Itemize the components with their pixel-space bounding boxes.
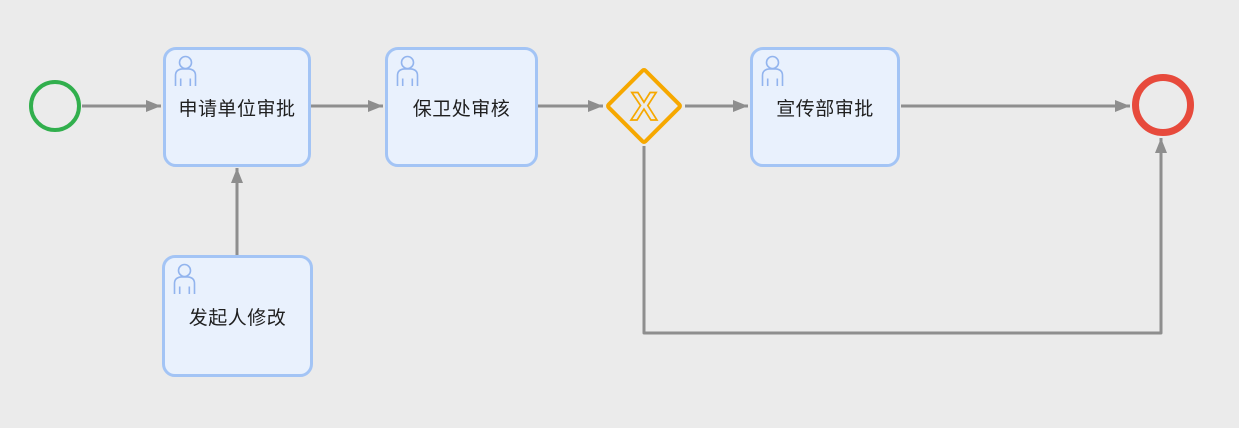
task-label: 保卫处审核 [412,98,511,120]
task-label: 宣传部审批 [776,98,874,120]
task-label: 申请单位审批 [178,98,296,120]
user-task-icon [396,55,419,86]
task-apply-unit-approval[interactable]: 申请单位审批 [163,47,311,167]
task-initiator-modify[interactable]: 发起人修改 [162,255,313,377]
start-event[interactable] [29,80,81,132]
svg-text:X: X [631,85,658,129]
end-event[interactable] [1132,74,1194,136]
gateway-x-icon: X [630,84,659,130]
user-task-icon [173,263,196,294]
task-security-office-review[interactable]: 保卫处审核 [385,47,538,167]
exclusive-gateway[interactable]: X [604,66,684,146]
task-label: 发起人修改 [188,307,287,329]
flow-gateway-to-end[interactable] [642,138,1167,335]
task-publicity-dept-approval[interactable]: 宣传部审批 [750,47,900,167]
user-task-icon [761,55,784,86]
user-task-icon [174,55,197,86]
